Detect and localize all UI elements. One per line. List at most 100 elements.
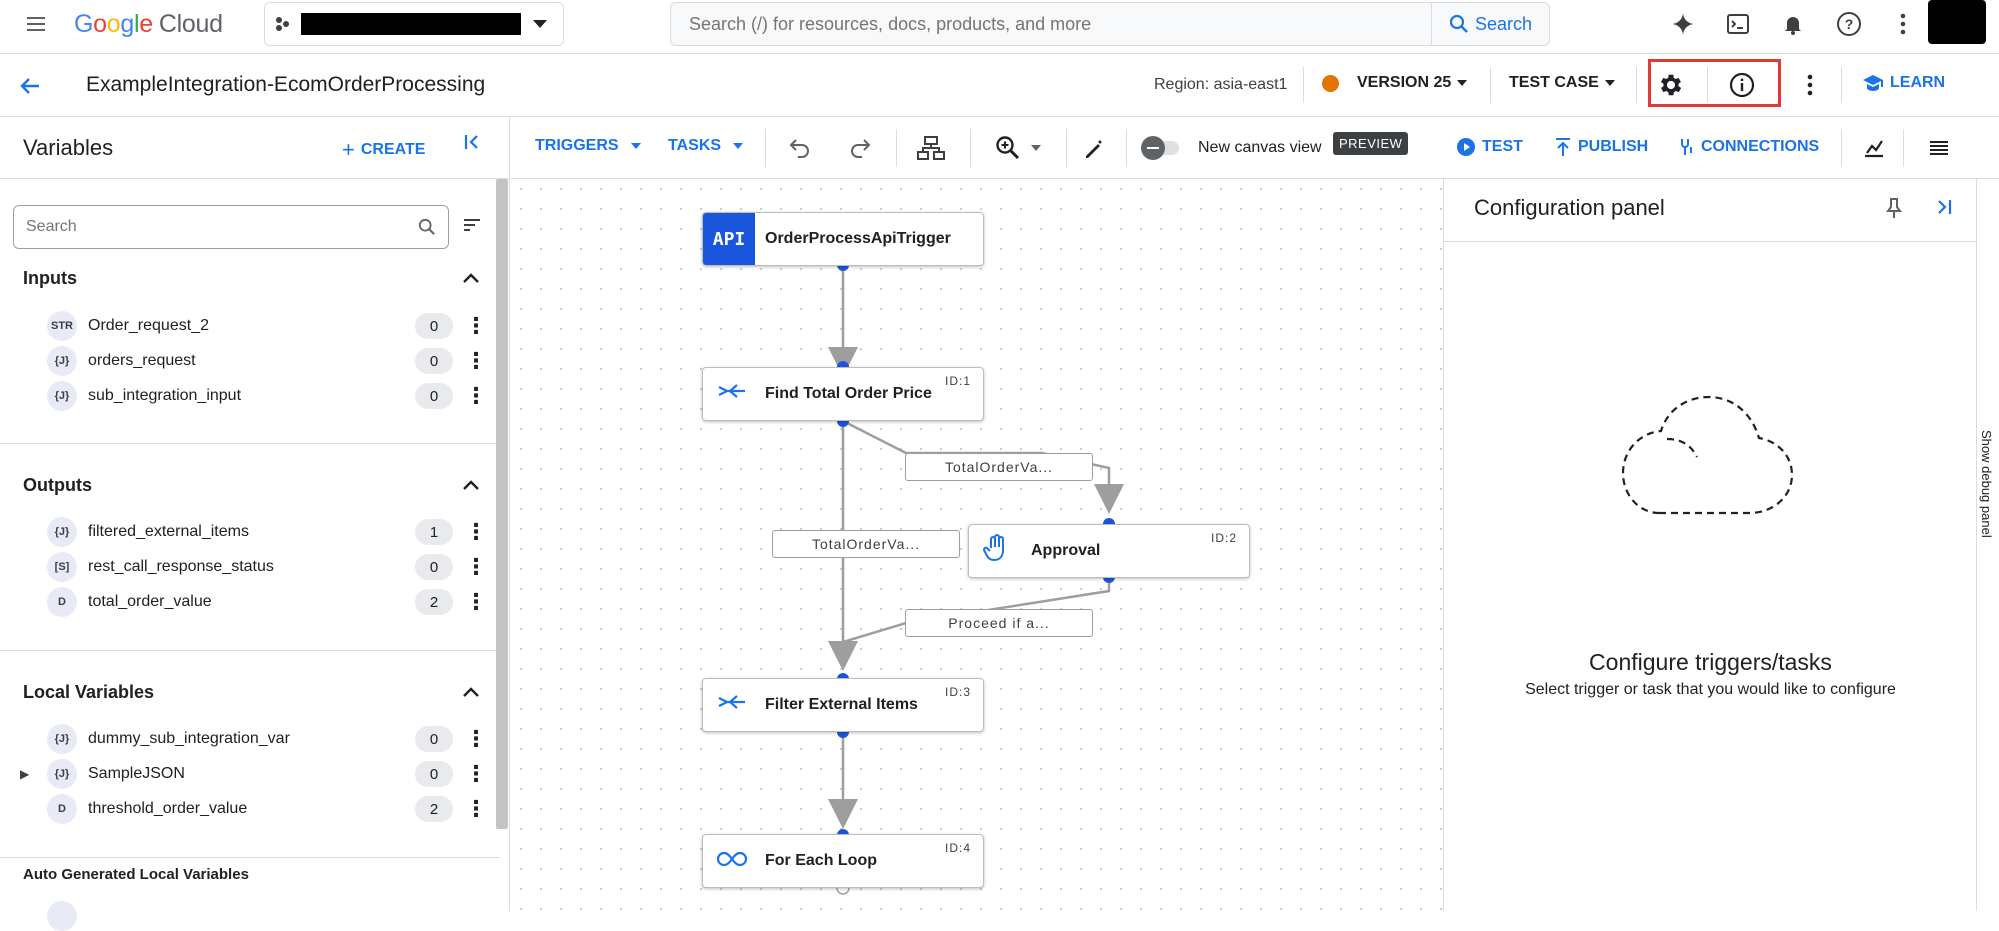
divider	[1903, 129, 1904, 167]
more-options-button[interactable]	[1883, 4, 1923, 44]
integration-settings-button[interactable]	[1651, 65, 1691, 105]
divider	[0, 650, 500, 651]
variable-search-input[interactable]	[26, 218, 418, 236]
divider	[1707, 67, 1708, 103]
variable-row[interactable]: {J} filtered_external_items 1 ⋮	[0, 515, 495, 549]
node-label: Approval	[1031, 542, 1101, 559]
auto-layout-button[interactable]	[914, 131, 948, 165]
variable-name: sub_integration_input	[88, 387, 242, 404]
project-picker[interactable]	[264, 2, 564, 46]
tasks-dropdown[interactable]: TASKS	[668, 137, 744, 155]
more-vert-icon[interactable]: ⋮	[465, 796, 487, 821]
first-page-icon	[464, 135, 478, 149]
debug-panel-strip[interactable]	[1976, 179, 1999, 911]
edge-condition-label[interactable]: TotalOrderVa...	[905, 453, 1093, 481]
more-vert-icon[interactable]: ⋮	[465, 519, 487, 544]
undo-icon	[789, 139, 809, 158]
test-case-dropdown[interactable]: TEST CASE	[1509, 74, 1615, 92]
chevron-up-icon	[463, 687, 479, 697]
info-icon	[1729, 72, 1755, 98]
pin-panel-button[interactable]	[1885, 197, 1903, 224]
new-canvas-label: New canvas view	[1198, 139, 1322, 156]
sort-button[interactable]	[462, 217, 482, 238]
variable-row[interactable]: {J} dummy_sub_integration_var 0 ⋮	[0, 722, 495, 756]
search-input[interactable]	[671, 13, 1431, 35]
version-dropdown[interactable]: VERSION 25	[1322, 74, 1468, 92]
expand-arrow-icon[interactable]: ▶	[20, 767, 30, 781]
school-icon	[1863, 75, 1883, 91]
variable-row[interactable]: {J} sub_integration_input 0 ⋮	[0, 379, 495, 413]
more-vert-icon	[1807, 74, 1813, 96]
variable-row[interactable]: D total_order_value 2 ⋮	[0, 585, 495, 619]
more-vert-icon[interactable]: ⋮	[465, 589, 487, 614]
variable-row[interactable]: [S] rest_call_response_status 0 ⋮	[0, 550, 495, 584]
approval-node[interactable]: Approval ID:2	[968, 524, 1250, 578]
type-badge: {J}	[47, 517, 77, 547]
more-vert-icon[interactable]: ⋮	[465, 383, 487, 408]
create-variable-button[interactable]: + CREATE	[342, 137, 425, 163]
more-vert-icon[interactable]: ⋮	[465, 554, 487, 579]
cloud-shell-button[interactable]	[1718, 4, 1758, 44]
variable-row[interactable]: ▶ {J} SampleJSON 0 ⋮	[0, 757, 495, 791]
chevron-down-icon	[1457, 80, 1468, 86]
connections-button[interactable]: CONNECTIONS	[1677, 137, 1819, 157]
publish-button[interactable]: PUBLISH	[1554, 137, 1648, 157]
task-node[interactable]: Find Total Order Price ID:1	[702, 367, 984, 421]
triggers-dropdown[interactable]: TRIGGERS	[535, 137, 641, 155]
notifications-button[interactable]	[1773, 4, 1813, 44]
new-canvas-toggle[interactable]	[1141, 136, 1181, 160]
version-status-dot	[1322, 74, 1339, 92]
test-button[interactable]: TEST	[1456, 137, 1523, 157]
avatar[interactable]	[1928, 0, 1986, 44]
node-label: For Each Loop	[765, 852, 877, 869]
divider	[1841, 67, 1842, 103]
show-debug-panel-label[interactable]: Show debug panel	[1979, 430, 1994, 538]
back-button[interactable]	[10, 66, 50, 106]
editor-toolbar: TRIGGERS TASKS New canvas view PREVIEW T…	[511, 117, 1999, 179]
variable-row[interactable]: {J} orders_request 0 ⋮	[0, 344, 495, 378]
zoom-dropdown[interactable]	[988, 131, 1048, 165]
task-node[interactable]: Filter External Items ID:3	[702, 678, 984, 732]
learn-button[interactable]: LEARN	[1862, 74, 1945, 92]
gemini-button[interactable]	[1663, 4, 1703, 44]
edit-connections-button[interactable]	[1077, 131, 1111, 165]
hamburger-icon	[27, 17, 45, 31]
chevron-down-icon	[1604, 80, 1615, 86]
undo-button[interactable]	[783, 131, 817, 165]
help-button[interactable]: ?	[1829, 4, 1869, 44]
task-node[interactable]: For Each Loop ID:4	[702, 834, 984, 888]
edge-condition-label[interactable]: Proceed if a...	[905, 609, 1093, 637]
variables-panel: Variables + CREATE Inputs STR Order_requ…	[0, 117, 510, 931]
more-vert-icon[interactable]: ⋮	[465, 761, 487, 786]
collapse-local-button[interactable]	[462, 682, 480, 703]
main-menu-button[interactable]	[16, 4, 56, 44]
variable-row[interactable]: STR Order_request_2 0 ⋮	[0, 309, 495, 343]
project-name-redacted	[301, 13, 521, 35]
svg-text:?: ?	[1845, 16, 1854, 32]
integration-info-button[interactable]	[1722, 65, 1762, 105]
search-button[interactable]: Search	[1431, 2, 1549, 46]
variables-scrollbar[interactable]	[496, 179, 508, 829]
integration-canvas[interactable]: TotalOrderVa... TotalOrderVa... Proceed …	[511, 179, 1443, 911]
more-vert-icon[interactable]: ⋮	[465, 313, 487, 338]
chevron-down-icon	[733, 143, 744, 149]
edge-condition-label[interactable]: TotalOrderVa...	[772, 530, 960, 558]
divider	[1636, 67, 1637, 103]
header-more-button[interactable]	[1790, 65, 1830, 105]
more-vert-icon[interactable]: ⋮	[465, 348, 487, 373]
variable-row[interactable]: D threshold_order_value 2 ⋮	[0, 792, 495, 826]
redo-button[interactable]	[843, 131, 877, 165]
trigger-node[interactable]: API OrderProcessApiTrigger	[702, 212, 984, 266]
variable-name: Order_request_2	[88, 317, 209, 334]
close-panel-button[interactable]	[1934, 197, 1954, 222]
preview-badge-wrap: PREVIEW	[1333, 132, 1409, 155]
collapse-panel-button[interactable]	[462, 132, 482, 158]
collapse-outputs-button[interactable]	[462, 475, 480, 496]
collapse-inputs-button[interactable]	[462, 268, 480, 289]
type-badge: {J}	[47, 346, 77, 376]
more-vert-icon[interactable]: ⋮	[465, 726, 487, 751]
analytics-button[interactable]	[1857, 131, 1891, 165]
search-button-label: Search	[1474, 13, 1533, 34]
list-view-button[interactable]	[1922, 131, 1956, 165]
